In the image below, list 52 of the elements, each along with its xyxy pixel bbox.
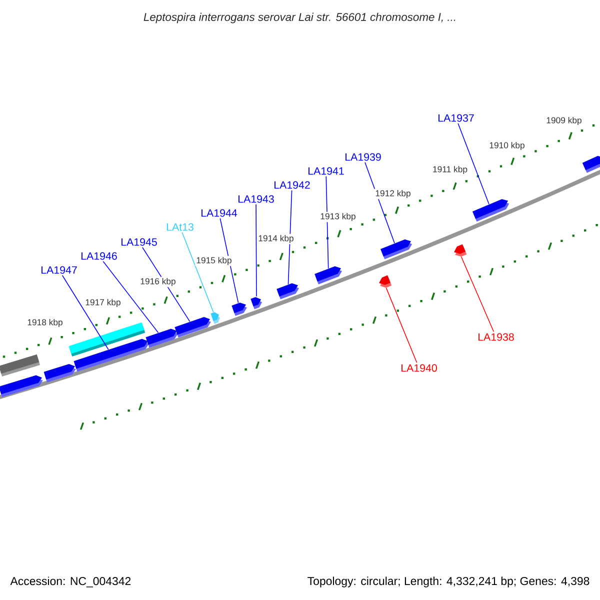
gene-label: LAt13 <box>166 223 194 231</box>
gene-feature <box>250 297 262 310</box>
gene-feature <box>232 302 248 316</box>
gene-label: LA1943 <box>238 195 274 203</box>
topology-text: Topology: circular; Length: 4,332,241 bp; Genes: 4,398 <box>308 576 590 588</box>
gene-feature <box>276 283 300 300</box>
scale-label: 1913 kbp <box>319 212 357 222</box>
gene-feature <box>44 364 76 382</box>
gene-feature <box>380 239 412 260</box>
scale-label: 1910 kbp <box>488 140 526 152</box>
leader-line <box>458 122 490 205</box>
gene-label: LA1942 <box>274 181 310 189</box>
leader-line <box>102 260 159 334</box>
scale-label: 1914 kbp <box>257 234 295 244</box>
gene-feature <box>472 199 510 222</box>
gene-feature <box>314 266 342 284</box>
leader-line <box>182 232 214 313</box>
accession-text: Accession: NC_004342 <box>10 576 131 588</box>
gene-feature <box>582 156 600 173</box>
gene-label: LA1945 <box>122 238 157 246</box>
title: Leptospira interrogans serovar Lai str. 56601 chromosome I, ... <box>144 12 456 24</box>
scale-label: 1917 kbp <box>84 298 122 308</box>
scale-label: 1915 kbp <box>195 256 233 266</box>
gene-label: LA1939 <box>346 153 381 161</box>
gene-label: LA1938 <box>478 333 514 341</box>
gene-feature <box>146 328 178 348</box>
leader-line <box>220 218 239 304</box>
leader-line <box>326 176 329 269</box>
leader-line <box>460 256 494 332</box>
scale-label: 1909 kbp <box>545 116 583 126</box>
gene-feature <box>454 244 467 257</box>
leader-line <box>62 274 109 350</box>
gene-label: LA1940 <box>402 364 437 372</box>
gene-label: LA1946 <box>82 252 117 260</box>
leader-line <box>256 204 257 297</box>
scale-label: 1916 kbp <box>139 276 177 288</box>
gene-feature <box>379 275 392 288</box>
gene-label: LA1937 <box>438 114 474 122</box>
gene-feature <box>0 375 43 398</box>
scale-label: 1918 kbp <box>26 318 64 328</box>
gene-feature <box>74 338 149 372</box>
leader-line <box>142 246 190 322</box>
leader-line <box>386 287 418 364</box>
gene-label: LA1944 <box>202 209 238 217</box>
gene-feature <box>210 312 220 324</box>
gene-feature <box>174 316 211 338</box>
gene-label: LA1941 <box>308 167 344 175</box>
leader-line <box>288 190 292 285</box>
gene-label: LA1947 <box>42 266 77 274</box>
scale-label: 1912 kbp <box>374 188 412 200</box>
leader-line <box>364 162 395 244</box>
gene-bar <box>0 354 40 376</box>
